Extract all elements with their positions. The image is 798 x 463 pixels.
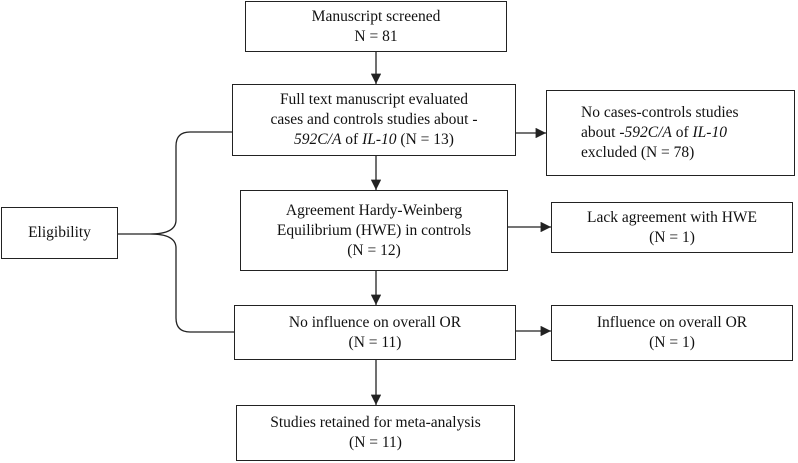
- fulltext-line1: Full text manuscript evaluated: [279, 91, 469, 108]
- excluded-about: about: [581, 124, 620, 141]
- influence-count: (N = 1): [649, 334, 695, 351]
- no-influence-box: No influence on overall OR (N = 11): [234, 305, 516, 360]
- eligibility-label: Eligibility: [28, 224, 91, 241]
- lack-hwe-label: Lack agreement with HWE: [587, 208, 757, 226]
- eligibility-box: Eligibility: [1, 207, 118, 259]
- fulltext-box: Full text manuscript evaluated cases and…: [232, 84, 516, 156]
- excluded-line2: about -592C/A of IL-10: [581, 123, 727, 143]
- no-influence-count: (N = 11): [348, 333, 402, 351]
- fulltext-of: of: [341, 131, 363, 148]
- hwe-count: (N = 12): [347, 241, 401, 259]
- lack-hwe-box: Lack agreement with HWE (N = 1): [551, 202, 793, 253]
- fulltext-gene-pos: 592C/A: [294, 131, 342, 148]
- excluded-line3: excluded (N = 78): [581, 144, 695, 161]
- screened-box: Manuscript screened N = 81: [245, 1, 507, 52]
- no-influence-label: No influence on overall OR: [288, 313, 462, 331]
- retained-box: Studies retained for meta-analysis (N = …: [236, 405, 515, 461]
- fulltext-line3: 592C/A of IL-10 (N = 13): [294, 130, 454, 150]
- excluded-line1: No cases-controls studies: [581, 104, 739, 121]
- retained-label: Studies retained for meta-analysis: [270, 414, 481, 431]
- hwe-line1: Agreement Hardy-Weinberg: [285, 201, 463, 219]
- excluded-gene-pos: -592C/A: [619, 124, 672, 141]
- fulltext-line2: cases and controls studies about -: [270, 111, 478, 128]
- hwe-line2: Equilibrium (HWE) in controls: [276, 221, 472, 239]
- influence-label: Influence on overall OR: [596, 314, 748, 331]
- lack-hwe-count: (N = 1): [649, 228, 695, 246]
- excluded-box: No cases-controls studies about -592C/A …: [546, 90, 795, 176]
- fulltext-gene: IL-10: [362, 131, 397, 148]
- screened-count: N = 81: [354, 27, 398, 45]
- screened-label: Manuscript screened: [311, 7, 441, 25]
- eligibility-brace: [118, 131, 234, 333]
- retained-count: (N = 11): [349, 434, 402, 451]
- fulltext-count: (N = 13): [396, 131, 454, 148]
- influence-box: Influence on overall OR (N = 1): [551, 305, 793, 361]
- excluded-gene: IL-10: [692, 124, 727, 141]
- excluded-of: of: [671, 124, 693, 141]
- hwe-box: Agreement Hardy-Weinberg Equilibrium (HW…: [240, 190, 508, 271]
